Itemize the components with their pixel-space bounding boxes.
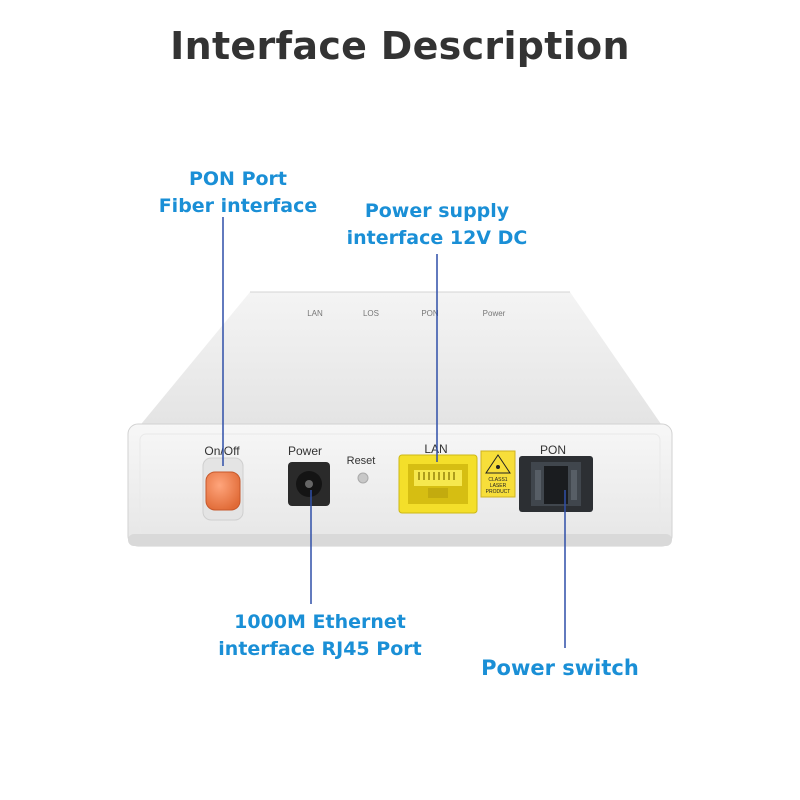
laser-label-line1: CLASS1 bbox=[488, 477, 507, 483]
page-title: Interface Description bbox=[170, 24, 630, 68]
callout-ethernet-line1: 1000M Ethernet bbox=[234, 611, 406, 633]
callout-power-supply: Power supply interface 12V DC bbox=[332, 198, 542, 252]
label-pon-port: PON bbox=[540, 443, 566, 457]
led-label-los: LOS bbox=[363, 309, 379, 318]
device-top bbox=[128, 292, 672, 440]
power-switch-button[interactable] bbox=[202, 457, 244, 521]
callout-pon-port: PON Port Fiber interface bbox=[138, 166, 338, 220]
callout-pon-port-line2: Fiber interface bbox=[158, 195, 318, 217]
laser-label-line3: PRODUCT bbox=[486, 489, 511, 495]
label-lan-port: LAN bbox=[424, 442, 447, 456]
callout-power-switch-line1: Power switch bbox=[481, 656, 639, 680]
label-power-port: Power bbox=[288, 444, 322, 458]
laser-warning-label: CLASS1 LASER PRODUCT bbox=[480, 450, 516, 498]
laser-label-line2: LASER bbox=[490, 483, 507, 489]
reset-pinhole[interactable] bbox=[357, 472, 369, 484]
dc-power-jack[interactable] bbox=[288, 462, 330, 506]
lan-rj45-port[interactable] bbox=[398, 454, 478, 514]
callout-power-supply-line1: Power supply bbox=[364, 200, 510, 222]
led-label-pon: PON bbox=[421, 309, 439, 318]
callout-power-switch: Power switch bbox=[460, 655, 660, 682]
callout-pon-port-line1: PON Port bbox=[188, 168, 288, 190]
callout-ethernet-line2: interface RJ45 Port bbox=[218, 638, 422, 660]
led-label-power: Power bbox=[483, 309, 506, 318]
led-label-lan: LAN bbox=[307, 309, 323, 318]
callout-power-supply-line2: interface 12V DC bbox=[346, 227, 528, 249]
label-reset: Reset bbox=[347, 455, 376, 467]
callout-ethernet: 1000M Ethernet interface RJ45 Port bbox=[195, 609, 445, 663]
pon-fiber-port[interactable] bbox=[519, 456, 593, 512]
